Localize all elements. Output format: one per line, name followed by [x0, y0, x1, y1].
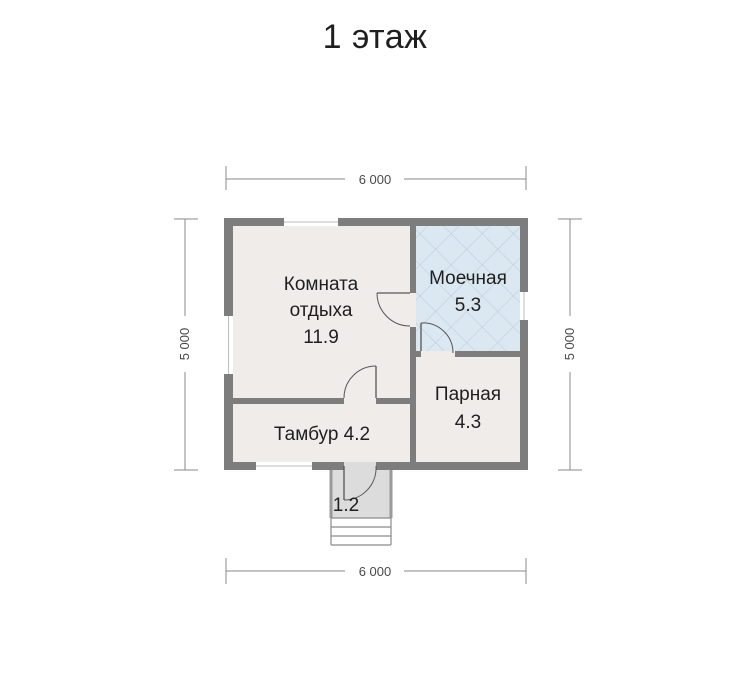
door-vestibule-to-rest — [343, 365, 377, 404]
dimension-top-label: 6 000 — [359, 172, 392, 187]
door-washroom-to-steam — [420, 322, 455, 357]
dimension-left — [174, 218, 198, 471]
dimension-bottom — [225, 558, 527, 584]
window-left — [224, 316, 233, 374]
dimension-right-label: 5 000 — [562, 328, 577, 361]
door-rest-to-washroom — [376, 292, 416, 327]
rest-room-floor — [233, 226, 410, 398]
rest-room-name-line1: Комната — [284, 274, 359, 295]
steam-room-name: Парная — [435, 384, 501, 405]
dimension-top — [225, 166, 527, 190]
washroom-name: Моечная — [429, 268, 507, 289]
dimension-right — [558, 218, 582, 471]
floor-title: 1 этаж — [322, 18, 428, 56]
door-entrance — [343, 462, 377, 501]
dimension-bottom-label: 6 000 — [359, 564, 392, 579]
window-top — [284, 218, 338, 226]
rest-room-area: 11.9 — [303, 327, 339, 348]
porch-steps — [330, 517, 392, 546]
steam-room-floor — [416, 357, 520, 462]
porch — [331, 466, 391, 518]
window-bottom — [256, 462, 312, 470]
dimension-left-label: 5 000 — [177, 328, 192, 361]
porch-area: 1.2 — [333, 495, 359, 516]
rest-room-name-line2: отдыха — [290, 300, 353, 321]
washroom-area: 5.3 — [455, 295, 481, 316]
steam-room-area: 4.3 — [455, 412, 481, 433]
vestibule-label: Тамбур 4.2 — [274, 424, 370, 445]
washroom-floor — [416, 226, 520, 351]
vestibule-floor — [233, 404, 410, 462]
window-right — [520, 292, 528, 320]
